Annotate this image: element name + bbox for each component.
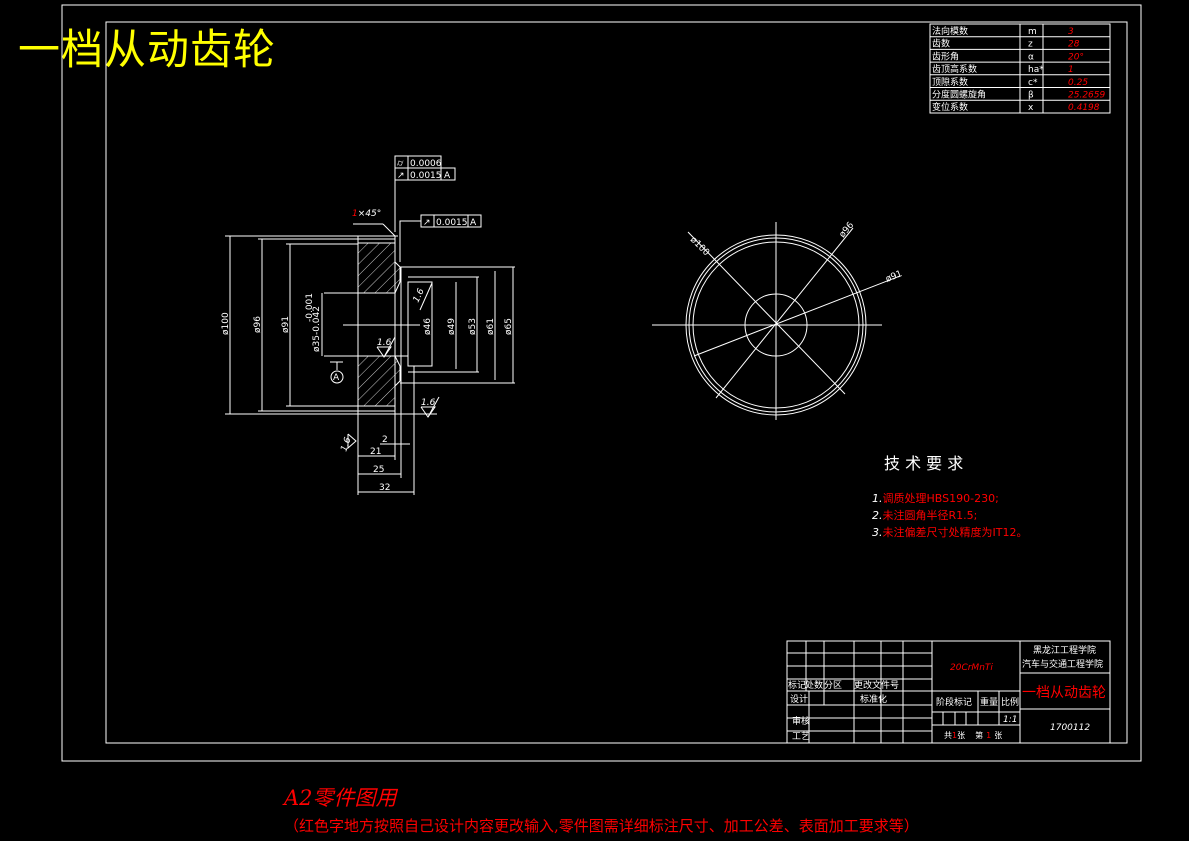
param-symbol: β (1028, 91, 1034, 101)
param-name: 齿数 (932, 38, 950, 50)
param-symbol: z (1028, 40, 1033, 50)
param-symbol: c* (1028, 78, 1038, 88)
runout-icon: ↗ (423, 218, 431, 228)
dim-d49: ø49 (447, 318, 457, 335)
cylindricity-icon: ⌭ (397, 159, 404, 169)
roughness-symbol: 1.6 (412, 282, 433, 311)
tolerance-value: 0.0015 (436, 218, 468, 228)
svg-text:1.6: 1.6 (421, 398, 436, 408)
datum-label: A (333, 373, 340, 383)
label-count: 处数 (805, 679, 823, 691)
param-name: 齿顶高系数 (932, 63, 977, 75)
dim-d46: ø46 (423, 318, 433, 335)
scale-value: 1:1 (1003, 715, 1017, 725)
dim-d53: ø53 (468, 318, 478, 335)
svg-text:1.6: 1.6 (412, 287, 427, 304)
param-value: 1 (1068, 65, 1074, 75)
dim-32: 32 (379, 483, 390, 493)
param-value: 3 (1068, 27, 1074, 37)
label-zone: 分区 (824, 680, 842, 691)
param-name: 变位系数 (932, 101, 968, 113)
chamfer-label: 1×45° (352, 209, 381, 219)
dim-25: 25 (373, 465, 384, 475)
label-review: 审核 (792, 715, 810, 727)
svg-text:1.6: 1.6 (377, 338, 392, 348)
param-value: 25.2659 (1068, 91, 1105, 101)
dim-d65: ø65 (504, 318, 514, 335)
outer-frame (61, 4, 1142, 762)
tolerance-value: 0.0015 (410, 171, 442, 181)
dim-d35-upper-tol: -0.001 (305, 293, 315, 322)
dim-d100: ø100 (221, 312, 231, 335)
dim-d35: ø35-0.042 (312, 306, 322, 352)
tolerance-datum: A (470, 218, 477, 228)
dim-d61: ø61 (486, 318, 496, 335)
param-name: 齿形角 (932, 50, 959, 62)
tech-req-heading: 技 术 要 求 (884, 454, 963, 473)
label-weight: 重量 (980, 696, 998, 708)
parameter-table: 法向模数 m 3 齿数 z 28 齿形角 α 20° 齿顶高系数 ha* 1 顶隙系数 c* 0.25 分度圆… (929, 23, 1111, 114)
drawing-title: 一档从动齿轮 (18, 25, 277, 74)
label-process: 工艺 (792, 731, 810, 742)
roughness-symbol: 1.6 (339, 433, 357, 453)
svg-text:1.6: 1.6 (339, 436, 353, 453)
param-symbol: m (1028, 27, 1037, 37)
technical-requirements: 技 术 要 求 1.调质处理HBS190-230; 2.未注圆角半径R1.5; … (872, 454, 1027, 539)
tech-req-item: 1.调质处理HBS190-230; (872, 492, 999, 505)
title-block: 20CrMnTi 黑龙江工程学院 汽车与交通工程学院 一档从动齿轮 170011… (786, 640, 1111, 744)
dim-d91: ø91 (884, 269, 903, 285)
dim-2: 2 (382, 435, 388, 445)
param-name: 分度圆螺旋角 (932, 89, 986, 101)
param-symbol: α (1028, 52, 1034, 62)
label-standard: 标准化 (860, 693, 887, 705)
section-view: A ⌭ 0.0006 ↗ 0.0015 A ↗ 0.0015 A 1×45° ø… (221, 155, 515, 495)
caption-note: （红色字地方按照自己设计内容更改输入,零件图需详细标注尺寸、加工公差、表面加工要… (284, 817, 919, 835)
material: 20CrMnTi (950, 663, 993, 673)
param-name: 顶隙系数 (932, 76, 968, 88)
param-name: 法向模数 (932, 25, 968, 37)
inner-frame (105, 21, 1128, 744)
caption-size: A2 (284, 786, 313, 810)
runout-icon: ↗ (397, 171, 405, 181)
tech-req-item: 2.未注圆角半径R1.5; (872, 508, 977, 522)
param-value: 0.4198 (1068, 103, 1100, 113)
label-mark: 标记 (788, 679, 806, 691)
tolerance-datum: A (444, 171, 451, 181)
param-value: 28 (1068, 40, 1080, 50)
tech-req-item: 3.未注偏差尺寸处精度为IT12。 (872, 525, 1027, 539)
dim-21: 21 (370, 447, 381, 457)
caption-main: 零件图用 (312, 786, 397, 810)
caption: A2零件图用 （红色字地方按照自己设计内容更改输入,零件图需详细标注尺寸、加工公差… (284, 785, 1024, 839)
param-symbol: x (1028, 103, 1034, 113)
roughness-symbol: 1.6 (376, 336, 396, 358)
department-name: 汽车与交通工程学院 (1022, 658, 1103, 670)
roughness-symbol: 1.6 (420, 396, 440, 418)
label-scale: 比例 (1001, 696, 1019, 708)
part-name: 一档从动齿轮 (1022, 685, 1106, 701)
drawing-number: 1700112 (1050, 723, 1090, 733)
param-symbol: ha* (1028, 65, 1044, 75)
tolerance-value: 0.0006 (410, 159, 442, 169)
end-view: ø100 ø96 ø91 (652, 220, 904, 420)
param-value: 0.25 (1068, 78, 1088, 88)
dim-d96: ø96 (838, 220, 857, 240)
label-design: 设计 (790, 693, 808, 705)
param-value: 20° (1068, 52, 1084, 62)
dim-d91: ø91 (281, 316, 291, 333)
label-change-doc: 更改文件号 (854, 679, 899, 691)
school-name: 黑龙江工程学院 (1033, 644, 1096, 656)
dim-d100: ø100 (688, 235, 711, 258)
label-stage: 阶段标记 (936, 696, 972, 708)
dim-d96: ø96 (253, 316, 263, 333)
